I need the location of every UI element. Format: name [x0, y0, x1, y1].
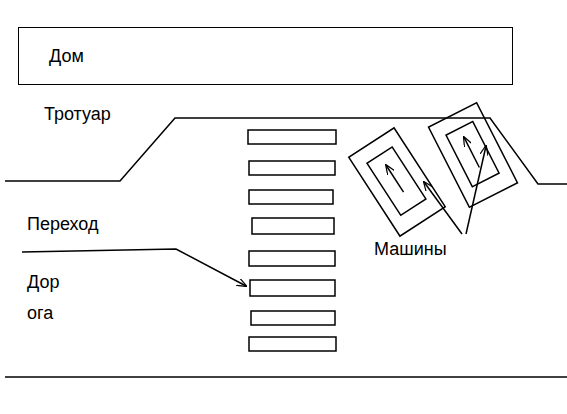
car [349, 128, 445, 236]
node-text: Дом [49, 46, 84, 67]
leader-line [466, 146, 486, 234]
leader-line [424, 182, 462, 234]
crosswalk [248, 130, 336, 351]
sidewalk-label: Тротуар [44, 103, 111, 126]
road-edge [5, 376, 567, 378]
road-label: Дор ога [27, 267, 69, 328]
crosswalk-label: Переход [27, 213, 99, 236]
sidewalk-edge [5, 118, 567, 184]
house-box: Дом [18, 27, 513, 85]
cars-label: Машины [374, 238, 447, 261]
car [429, 103, 518, 208]
